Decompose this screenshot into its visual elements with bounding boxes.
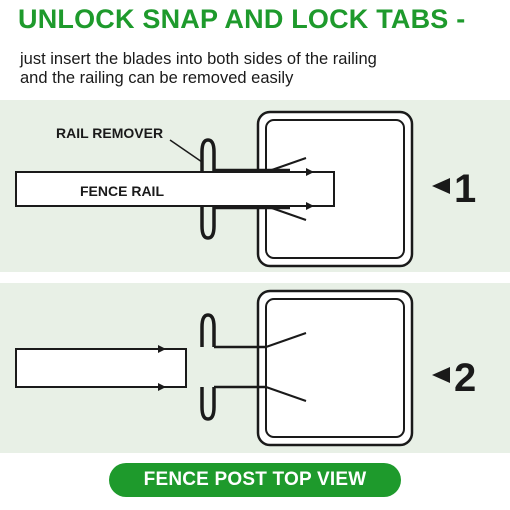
rail-remover-bottom-loop: [200, 387, 216, 421]
rail-edge-mark-top: [158, 345, 166, 353]
instruction-line-1: just insert the blades into both sides o…: [20, 50, 377, 68]
step-2-diagram: 2: [15, 289, 476, 447]
rail-remover-top-loop: [200, 138, 216, 172]
snap-tab-top: [265, 332, 307, 348]
fence-rail-removed: [15, 348, 187, 388]
remover-leader-line: [169, 139, 203, 163]
rail-remover-bottom-loop: [200, 206, 216, 240]
fence-rail-label: FENCE RAIL: [80, 183, 164, 199]
diagram-panel-step-1: RAIL REMOVER FENCE RAIL 1: [0, 100, 510, 272]
snap-tab-bottom: [265, 386, 307, 402]
rail-edge-mark-bottom: [158, 383, 166, 391]
step-2-arrow-icon: [432, 367, 450, 383]
step-2-number: 2: [454, 356, 476, 400]
instruction-line-2: and the railing can be removed easily: [20, 69, 294, 87]
rail-edge-mark-bottom: [306, 202, 314, 210]
rail-edge-mark-top: [306, 168, 314, 176]
rail-remover-top-loop: [200, 313, 216, 347]
footer-caption-badge: FENCE POST TOP VIEW: [109, 463, 401, 497]
step-1-arrow-icon: [432, 178, 450, 194]
rail-remover-label: RAIL REMOVER: [56, 125, 163, 141]
step-1-diagram: RAIL REMOVER FENCE RAIL 1: [15, 110, 476, 268]
footer-caption: FENCE POST TOP VIEW: [143, 469, 367, 490]
page-title: UNLOCK SNAP AND LOCK TABS -: [18, 4, 466, 34]
step-1-number: 1: [454, 167, 476, 211]
diagram-panel-step-2: 2: [0, 283, 510, 453]
fence-post-inner: [265, 298, 405, 438]
instruction-text: just insert the blades into both sides o…: [20, 50, 500, 88]
fence-rail: [15, 171, 335, 207]
